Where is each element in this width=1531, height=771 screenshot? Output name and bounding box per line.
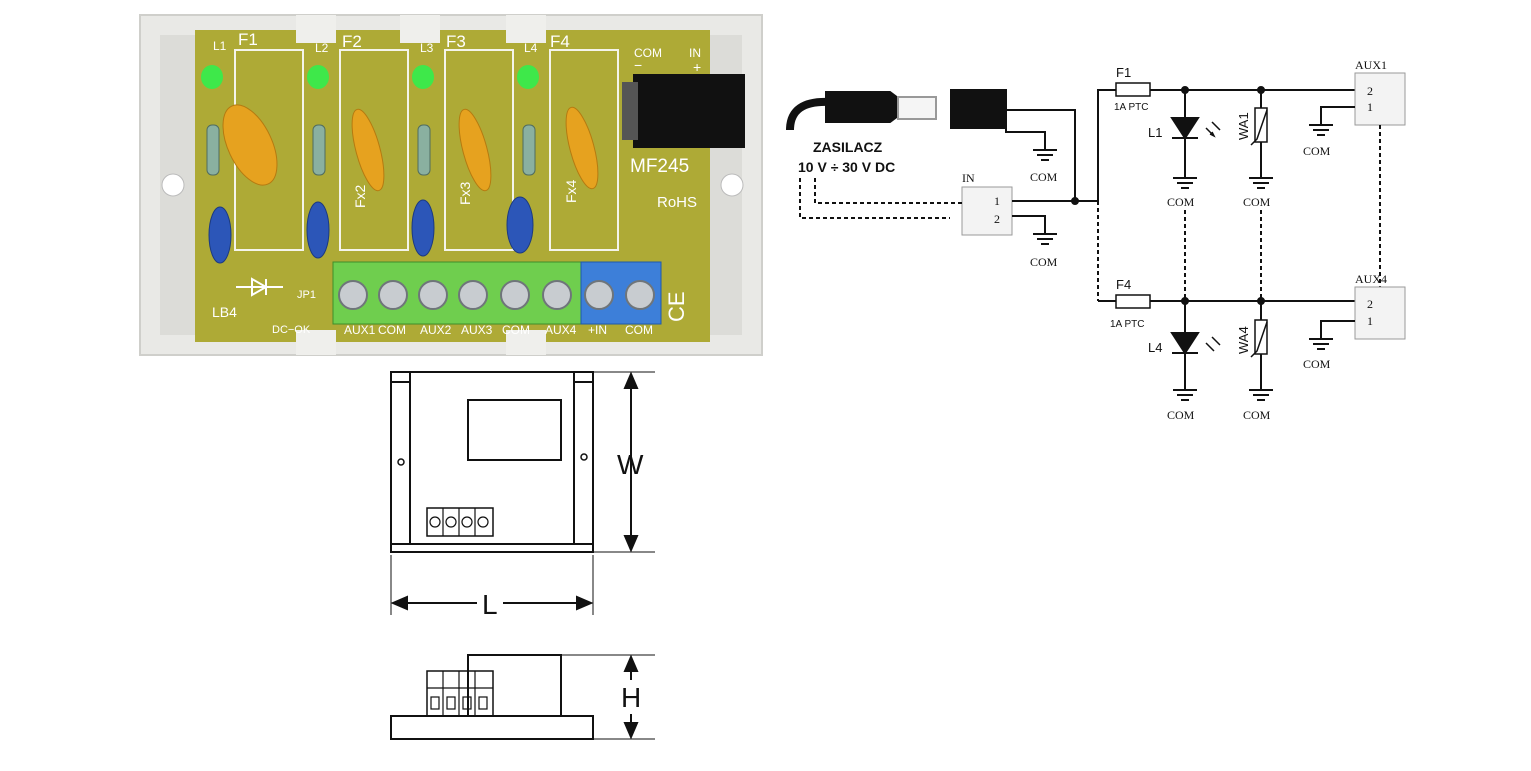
aux4-pin-2: 2: [1367, 297, 1373, 311]
ground-symbol: [1309, 338, 1333, 350]
led-l1: [201, 65, 223, 89]
led-l1-label: L1: [1148, 125, 1162, 140]
ptc-label-4: 1A PTC: [1110, 319, 1144, 330]
terminal-label: AUX3: [461, 323, 493, 337]
led-label-l3: L3: [420, 41, 434, 55]
fx3-label: Fx3: [457, 181, 473, 205]
com-in-label-com: COM: [634, 46, 662, 60]
terminal-block-outline: [426, 507, 494, 537]
in-block: [961, 186, 1013, 236]
terminal-screws: [338, 280, 655, 310]
in-pin-1: 1: [994, 194, 1000, 208]
lb4-label: LB4: [212, 304, 237, 320]
com-in-label-in: IN: [689, 46, 701, 60]
varistors: [208, 196, 534, 264]
fuse-label-f1: F1: [238, 30, 258, 49]
led-diode-l1: [1170, 117, 1200, 140]
aux4-pin-1: 1: [1367, 314, 1373, 328]
aux4-label: AUX4: [1355, 272, 1387, 286]
in-block-label: IN: [962, 171, 975, 185]
fuse-f1-label: F1: [1116, 65, 1131, 80]
fuse-f4: [1115, 294, 1151, 309]
schematic: [786, 72, 1406, 401]
supply-label: ZASILACZ: [813, 139, 883, 155]
led-diode-l4: [1170, 332, 1200, 355]
com-label: COM: [1243, 195, 1271, 209]
varistor-wa1-label: WA1: [1236, 112, 1251, 140]
terminal-label: COM: [502, 323, 530, 337]
ground-symbol: [1249, 177, 1273, 189]
top-view-drawing: [390, 371, 655, 615]
ground-symbol: [1033, 149, 1057, 161]
fuse-label-f2: F2: [342, 32, 362, 51]
dimension-h-label: H: [621, 682, 641, 713]
mounting-hole-left: [161, 173, 185, 197]
jack-minus-label: −: [634, 57, 642, 73]
aux1-block: [1354, 72, 1406, 126]
aux1-pin-1: 1: [1367, 100, 1373, 114]
com-label: COM: [1303, 144, 1331, 158]
ground-symbol: [1249, 389, 1273, 401]
aux1-label: AUX1: [1355, 58, 1387, 72]
fx2-label: Fx2: [352, 184, 368, 208]
varistor-wa4-label: WA4: [1236, 326, 1251, 354]
voltage-label: 10 V ÷ 30 V DC: [798, 159, 895, 175]
com-label: COM: [1030, 170, 1058, 184]
dimension-l-label: L: [482, 589, 498, 620]
terminal-label: AUX4: [545, 323, 577, 337]
side-view-drawing: [390, 654, 655, 740]
ground-symbol: [1173, 177, 1197, 189]
fuse-label-f3: F3: [446, 32, 466, 51]
power-jack: [950, 89, 1007, 129]
rohs-label: RoHS: [657, 194, 697, 211]
led-l4: [517, 65, 539, 89]
fuse-outlines: [234, 49, 619, 251]
jack-plus-label: +: [693, 59, 701, 75]
ground-symbol: [1173, 389, 1197, 401]
dc-ok-label: DC−OK: [272, 324, 311, 336]
com-label: COM: [1243, 408, 1271, 422]
terminal-block-green: [332, 261, 582, 325]
fuse-f1: [1115, 82, 1151, 97]
led-label-l1: L1: [213, 39, 227, 53]
com-label: COM: [1303, 357, 1331, 371]
led-l3: [412, 65, 434, 89]
aux1-pin-2: 2: [1367, 84, 1373, 98]
terminal-label: AUX2: [420, 323, 452, 337]
jp1-label: JP1: [297, 289, 316, 301]
terminal-block-side: [426, 670, 494, 717]
aux4-block: [1354, 286, 1406, 340]
ptc-fuses: [222, 104, 599, 192]
ground-symbol: [1309, 124, 1333, 136]
fuse-f4-label: F4: [1116, 277, 1131, 292]
model-label: MF245: [630, 156, 689, 177]
dc-jack: [633, 74, 745, 148]
ptc-label-1: 1A PTC: [1114, 102, 1148, 113]
led-l4-label: L4: [1148, 340, 1162, 355]
led-label-l4: L4: [524, 41, 538, 55]
led-label-l2: L2: [315, 41, 329, 55]
mounting-hole-right: [720, 173, 744, 197]
in-pin-2: 2: [994, 212, 1000, 226]
fuse-label-f4: F4: [550, 32, 570, 51]
resistors: [206, 124, 536, 176]
fx4-label: Fx4: [563, 179, 579, 203]
diode-symbol: [236, 277, 283, 297]
terminal-label: +IN: [588, 323, 607, 337]
power-cable: [786, 97, 831, 131]
dimension-w-label: W: [617, 449, 644, 480]
ground-symbol: [1033, 233, 1057, 245]
terminal-label: COM: [378, 323, 406, 337]
com-label: COM: [1167, 195, 1195, 209]
ce-mark: CE: [664, 291, 689, 322]
led-l2: [307, 65, 329, 89]
terminal-label: COM: [625, 323, 653, 337]
terminal-label: AUX1: [344, 323, 376, 337]
pcb-photo: L1 F1 L2 F2 L3 F3 L4 F4 COM IN − + MF245…: [139, 14, 763, 356]
com-label: COM: [1030, 255, 1058, 269]
com-label: COM: [1167, 408, 1195, 422]
power-plug: [825, 91, 899, 123]
